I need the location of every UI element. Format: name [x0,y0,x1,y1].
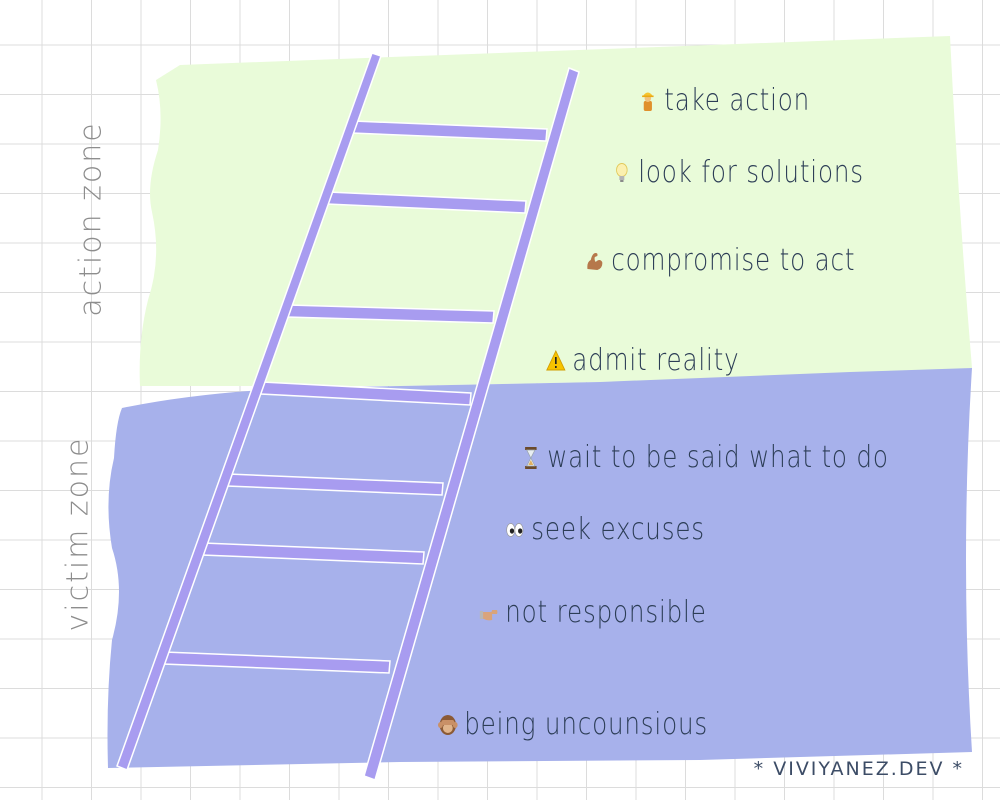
step-label: seek excuses [531,512,705,547]
ladder-rungs [162,120,548,674]
step-label: take action [664,83,811,118]
hourglass-icon [521,446,541,470]
lightbulb-icon [612,161,632,185]
step-label: admit reality [572,343,740,378]
ladder [116,52,580,781]
step-wait-to-be-said: wait to be said what to do [521,440,889,475]
ladder-rail-right [363,66,580,781]
step-look-for-solutions: look for solutions [612,155,864,190]
step-label: compromise to act [611,243,856,278]
ladder-rail-left [116,52,382,771]
pointing-hand-icon [479,601,499,625]
step-label: being uncounsious [464,707,708,742]
step-compromise-to-act: compromise to act [585,243,855,278]
action-zone-label: action zone [73,121,109,317]
step-being-uncounsious: being uncounsious [438,707,708,742]
see-no-evil-monkey-icon [438,713,458,737]
victim-zone-label: victim zone [60,436,96,632]
eyes-icon [505,518,525,542]
step-label: not responsible [505,595,707,630]
flexed-biceps-icon [585,249,605,273]
step-take-action: take action [638,83,810,118]
action-zone-area [139,36,972,386]
worker-icon [638,89,658,113]
step-admit-reality: admit reality [546,343,740,378]
step-not-responsible: not responsible [479,595,707,630]
step-seek-excuses: seek excuses [505,512,705,547]
step-label: wait to be said what to do [547,440,889,475]
step-label: look for solutions [638,155,864,190]
warning-icon [546,349,566,373]
footer-credit: * VIVIYANEZ.DEV * [753,758,964,780]
